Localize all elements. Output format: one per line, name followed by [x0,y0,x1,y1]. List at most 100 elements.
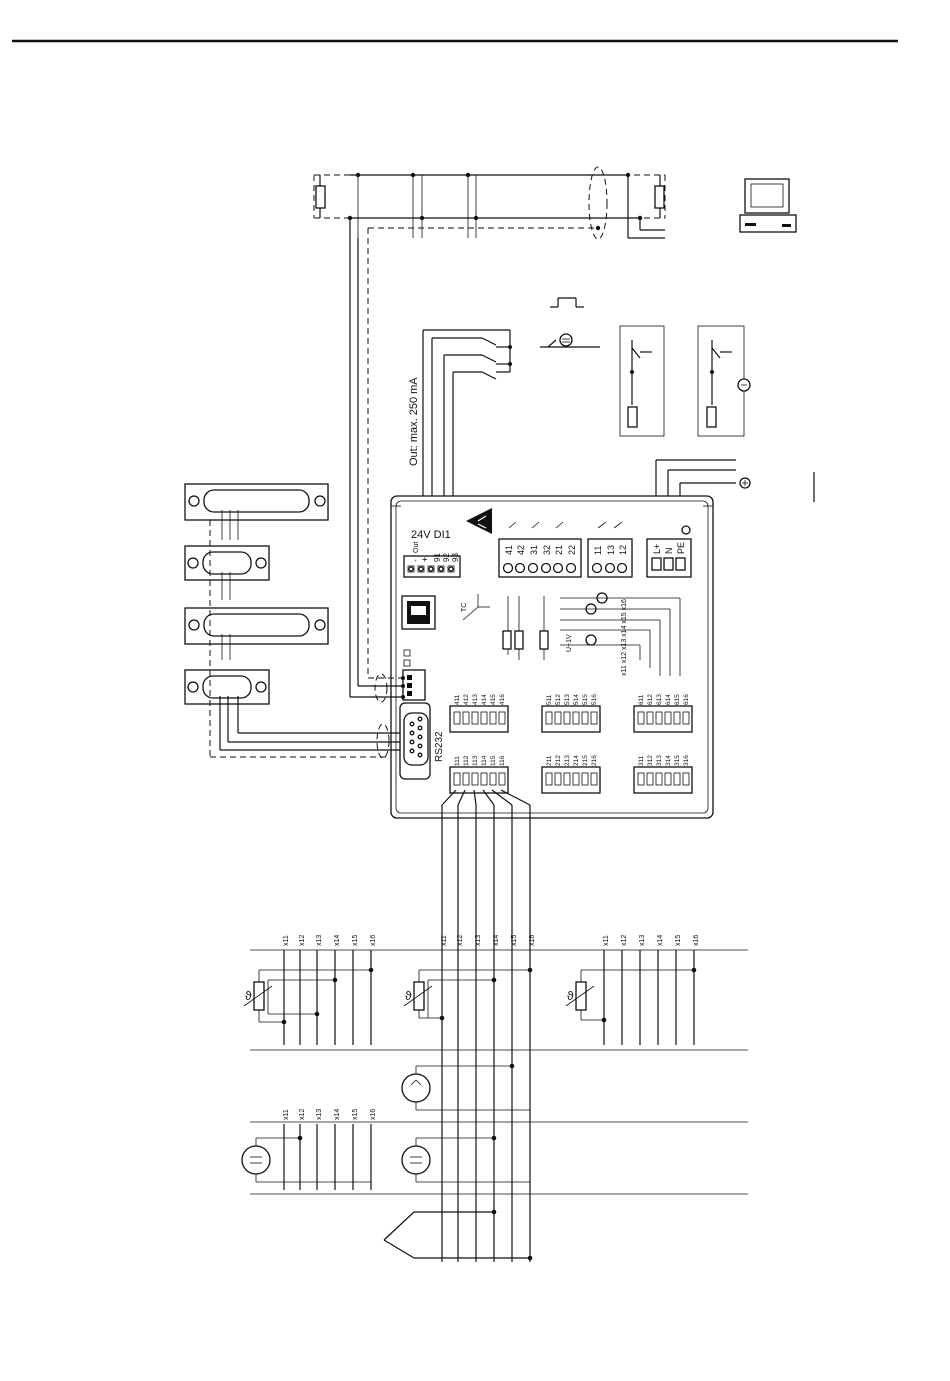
din-term-93: 93 [451,553,460,562]
slot-term: 215 [582,755,589,766]
power-terminal-strip [646,525,692,578]
slot-term: 611 [638,694,645,705]
uiv-label: U~1V [566,634,573,652]
relay-term-32: 32 [542,545,552,555]
slot-term: 416 [499,694,506,705]
rtd-theta-label: ϑ [245,989,252,1003]
current-source-icon [401,1063,530,1111]
dsub-connectors [184,483,329,705]
x-term: x15 [675,935,682,946]
slot-term: 516 [591,694,598,705]
slot-term: 216 [591,755,598,766]
slot-term: 116 [499,755,506,766]
rtd-icon [502,630,512,650]
x-term: x11 [603,935,610,946]
relay-term-22: 22 [567,545,577,555]
x-term: x13 [316,935,323,946]
x-term: x15 [352,935,359,946]
slot-term: 512 [555,694,562,705]
x-term: x14 [334,935,341,946]
slot-term: 312 [647,755,654,766]
slot-term: 311 [638,755,645,766]
slot-term: 514 [573,694,580,705]
relay-outputs: Out: max. 250 mA [408,297,751,520]
status-term-13: 13 [606,545,616,555]
x-term: x14 [657,935,664,946]
slot-term: 315 [674,755,681,766]
slot-term: 112 [463,755,470,766]
status-term-11: 11 [593,546,603,555]
din-term-91: 91 [433,553,442,562]
power-pe-label: PE [676,542,686,554]
slot-term: 115 [490,755,497,766]
x-term: x16 [370,935,377,946]
section-dividers [250,949,748,1195]
x-term: x16 [370,1109,377,1120]
status-term-12: 12 [618,545,628,555]
power-lplus-label: L+ [652,544,662,554]
relay-term-31: 31 [529,545,539,555]
x-term: x13 [316,1109,323,1120]
relay-term-42: 42 [516,545,526,555]
x-term: x12 [457,935,464,946]
rtd-theta-label: ϑ [405,989,412,1003]
x-term: x11 [441,935,448,946]
dsub-wiring [209,218,405,759]
x-term: x14 [334,1109,341,1120]
bus-termination-resistor-right [654,185,665,209]
rtd-theta-label: ϑ [567,989,574,1003]
slot-term: 213 [564,755,571,766]
x-term: x15 [352,1109,359,1120]
din-out-label: Out [413,542,420,553]
out-max-label: Out: max. 250 mA [408,377,420,466]
rs232-label: RS232 [434,731,445,762]
status-relay-strip [587,521,633,578]
relay-term-21: 21 [554,545,564,555]
din-label: 24V DI1 [411,529,451,541]
slot-term: 415 [490,694,497,705]
esd-warning-icon [466,508,492,534]
din-minus-label: - [411,559,420,562]
input-bus-lines [283,789,695,1262]
x-term: x16 [529,935,536,946]
slot-term: 413 [472,694,479,705]
slot-term: 212 [555,755,562,766]
slot-term: 411 [454,694,461,705]
rtd-wiring [243,967,697,1025]
x-term-labels: x11 x12 x13 x14 x15 x16 x11 x12 x13 x14 … [283,935,700,1120]
slot-term: 114 [481,755,488,766]
din-plus-label: + [420,557,430,562]
x-term: x13 [639,935,646,946]
slot-term: 513 [564,694,571,705]
slot-term: 412 [463,694,470,705]
slot-term: 614 [665,694,672,705]
slot-term: 316 [683,755,690,766]
x-term: x11 [283,935,290,946]
slot-term: 113 [472,755,479,766]
slot-term: 613 [656,694,663,705]
rs485-bus [313,166,666,240]
tc-label: TC [461,603,468,612]
input-symbols [462,592,681,676]
power-n-label: N [664,548,674,555]
slot-term: 111 [454,756,461,766]
slot-term: 314 [665,755,672,766]
x-term: x12 [621,935,628,946]
slot-term: 515 [582,694,589,705]
slot-term: 414 [481,694,488,705]
thermocouple-icon [383,1209,533,1261]
x-term: x15 [511,935,518,946]
slot-term: 313 [656,755,663,766]
x-term: x14 [493,935,500,946]
x-term: x13 [475,935,482,946]
x-term: x11 [283,1109,290,1120]
din-connector [403,555,461,578]
ethernet-port [401,595,436,630]
din-term-92: 92 [442,553,451,562]
relay-terminal-strip [498,521,582,578]
voltage-source-icon [241,1135,530,1183]
slot-term: 214 [573,755,580,766]
rs232-connector [399,702,431,780]
x-term: x12 [299,1109,306,1120]
